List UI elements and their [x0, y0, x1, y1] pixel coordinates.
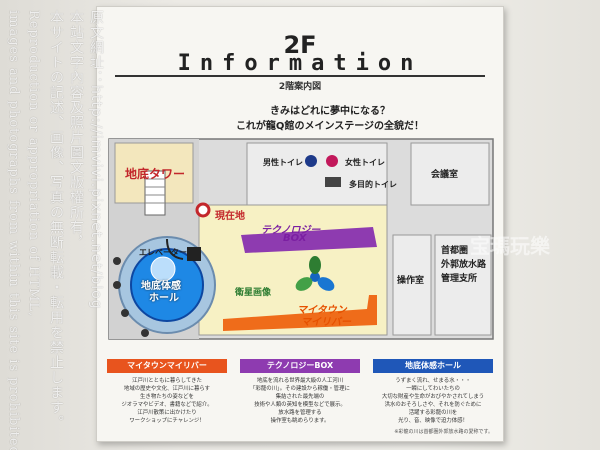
panel-body-line: 江戸川とともに暮らしてきた: [132, 378, 202, 384]
panel-body-line: 江戸川散策に出かけたり: [137, 410, 197, 416]
panel-body-line: 地域の歴史や文化、江戸川に暮らす: [123, 386, 211, 392]
label-technology-box-1: テクノロジー: [261, 225, 321, 236]
panel-body-line: ジオラマやビデオ、書籍などで紹介。: [121, 402, 213, 408]
branch-office: [434, 234, 492, 336]
floor-code: 2F: [283, 31, 317, 59]
panel-body-line: 光り、音、映像で迫力体感！: [398, 418, 468, 424]
panel-heading: テクノロジーBOX: [240, 359, 360, 373]
meeting-room: [410, 142, 490, 206]
panel-body-line: 洪水のおそろしさや、それを防ぐために: [384, 402, 482, 408]
title-rule: [115, 75, 485, 77]
label-dome-1: 地底体感: [141, 281, 181, 292]
panel-body: 地底を流れる世界最大級の人工河川 「彩龍の川」。その建設から稼働・管理に 集結さ…: [240, 373, 360, 425]
label-womens-toilet: 女性トイレ: [345, 158, 385, 167]
label-elevator: エレベーター: [139, 248, 187, 257]
technology-box-area: [241, 227, 377, 253]
elevator-icon: [187, 247, 201, 261]
label-tower: 地底タワー: [125, 167, 186, 181]
label-mens-toilet: 男性トイレ: [263, 158, 303, 167]
panel-my-town: マイタウンマイリバー 江戸川とともに暮らしてきた 地域の歴史や文化、江戸川に暮ら…: [107, 359, 227, 425]
panel-technology-box: テクノロジーBOX 地底を流れる世界最大級の人工河川 「彩龍の川」。その建設から…: [240, 359, 360, 425]
mens-toilet-icon: [305, 155, 317, 167]
satellite-logo: [295, 256, 335, 291]
panel-body-line: 一瞬にしてわいたちの: [406, 386, 460, 392]
label-branch-office-3: 管理支所: [441, 274, 478, 284]
label-branch-office-1: 首都圏: [441, 246, 469, 256]
panel-heading: マイタウンマイリバー: [107, 359, 227, 373]
floor-map-drawing: [108, 138, 494, 340]
panel-body-line: ワークショップにチャレンジ！: [129, 418, 205, 424]
panel-body-line: 技術や人類の英知を模型などで展示。: [254, 402, 346, 408]
label-branch-office-2: 外郭放水路: [441, 260, 487, 270]
panel-body: 江戸川とともに暮らしてきた 地域の歴史や文化、江戸川に暮らす 生き物たちの姿など…: [107, 373, 227, 425]
label-my-town-1: マイタウン: [297, 305, 347, 316]
label-meeting-room: 会議室: [431, 170, 459, 180]
floor-guide-subtitle: 2階案内図: [278, 82, 322, 92]
label-technology-box-2: BOX: [283, 233, 307, 244]
panel-dome-hall: 地底体感ホール うずまく流れ、せまる水・・・ 一瞬にしてわいたちの 大切な財産や…: [373, 359, 493, 425]
floor-map: 地底タワー 男性トイレ 女性トイレ 多目的トイレ 会議室 現在地 エレベーター …: [105, 135, 497, 347]
panel-body-line: 地底を流れる世界最大級の人工河川: [256, 378, 344, 384]
panel-body-line: 生き物たちの姿などを: [140, 394, 194, 400]
panel-body-line: 操作室も眺めらります。: [270, 418, 330, 424]
label-multi-toilet: 多目的トイレ: [349, 180, 397, 189]
multi-toilet-icon: [325, 177, 341, 187]
board-title: Information: [177, 51, 423, 76]
panel-body-line: 放水路を管理する: [278, 410, 322, 416]
label-my-town-2: マイリバー: [301, 317, 351, 328]
panel-body-line: 「彩龍の川」。その建設から稼働・管理に: [250, 386, 350, 392]
catchphrase-line-2: これが龍Q館のメインステージの全貌だ！: [235, 121, 425, 132]
panel-body-line: うずまく流れ、せまる水・・・: [395, 378, 471, 384]
panel-heading: 地底体感ホール: [373, 359, 493, 373]
dome-hall-shape: [130, 248, 204, 322]
panel-body-line: 大切な財産や生命がおびやかされてしまう: [381, 394, 485, 400]
control-room: [392, 234, 432, 336]
you-are-here-marker: [195, 202, 211, 218]
panel-body-line: 集結された最先端の: [275, 394, 325, 400]
label-satellite: 衛星画像: [235, 288, 272, 298]
panel-body: うずまく流れ、せまる水・・・ 一瞬にしてわいたちの 大切な財産や生命がおびやかさ…: [373, 373, 493, 425]
toilet-block: [246, 142, 388, 206]
my-town-area: [223, 295, 377, 331]
label-you-are-here: 現在地: [215, 211, 245, 222]
footnote: ※彩龍の川は首都圏外郭放水路の愛称です。: [394, 429, 493, 435]
catchphrase-line-1: きみはどれに夢中になる？: [270, 106, 390, 117]
dome-globe: [150, 256, 176, 282]
womens-toilet-icon: [326, 155, 338, 167]
information-board: 2F Information 2階案内図 きみはどれに夢中になる？ これが龍Q館…: [96, 6, 504, 442]
label-dome-2: ホール: [149, 293, 179, 304]
panel-body-line: 活躍する彩龍の川を: [408, 410, 458, 416]
label-control-room: 操作室: [397, 276, 425, 286]
route-arrow: [166, 238, 184, 260]
staircase: [144, 170, 166, 216]
